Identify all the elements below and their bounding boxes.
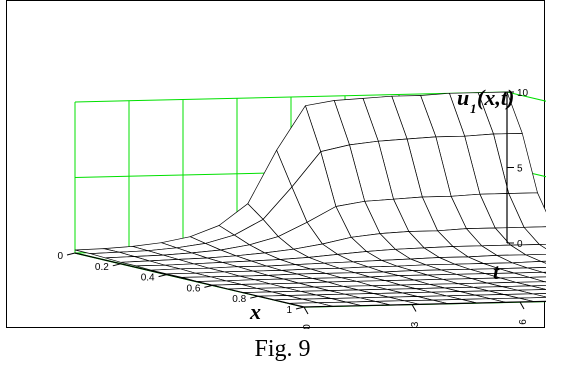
side-wall-grid-line — [506, 91, 546, 102]
t-tick-mark — [303, 306, 309, 315]
t-axis-label: t — [493, 259, 500, 284]
x-tick-mark — [66, 252, 76, 256]
t-tick-mark — [519, 301, 525, 310]
z-tick-label: 5 — [517, 164, 523, 175]
z-label-main: u — [457, 85, 469, 110]
x-tick-label: 0 — [57, 251, 63, 262]
x-tick-label: 0.6 — [186, 283, 200, 294]
figure-caption: Fig. 9 — [254, 336, 311, 362]
x-tick-label: 1 — [286, 305, 292, 316]
x-tick-mark — [112, 263, 121, 267]
back-wall-grid-line — [74, 91, 508, 103]
surface-plot: 00.20.40.60.810369120510 x t u 1 (x,t) — [57, 85, 546, 329]
t-tick-label: 0 — [302, 324, 313, 329]
x-tick-label: 0.4 — [141, 273, 155, 284]
z-tick-label: 10 — [517, 88, 529, 99]
figure-frame: 00.20.40.60.810369120510 x t u 1 (x,t) — [6, 0, 546, 329]
x-tick-mark — [250, 295, 259, 299]
x-axis-label: x — [249, 299, 261, 324]
z-label-subscript: 1 — [470, 101, 477, 116]
t-tick-mark — [411, 304, 417, 312]
z-label-args: (x,t) — [477, 85, 514, 110]
x-tick-label: 0.2 — [95, 262, 109, 273]
x-tick-label: 0.8 — [232, 294, 246, 305]
x-tick-mark — [295, 306, 305, 310]
x-tick-mark — [204, 284, 213, 288]
x-axis-line — [74, 252, 305, 308]
side-wall-grid-line — [506, 167, 546, 178]
tick-labels: 00.20.40.60.810369120510 — [57, 88, 529, 329]
axes — [66, 91, 546, 315]
t-tick-label: 6 — [518, 319, 529, 325]
surface-mesh — [74, 91, 546, 308]
z-axis-label: u 1 (x,t) — [457, 85, 514, 116]
t-tick-label: 3 — [410, 321, 421, 327]
x-tick-mark — [158, 274, 167, 278]
z-tick-label: 0 — [517, 239, 523, 250]
